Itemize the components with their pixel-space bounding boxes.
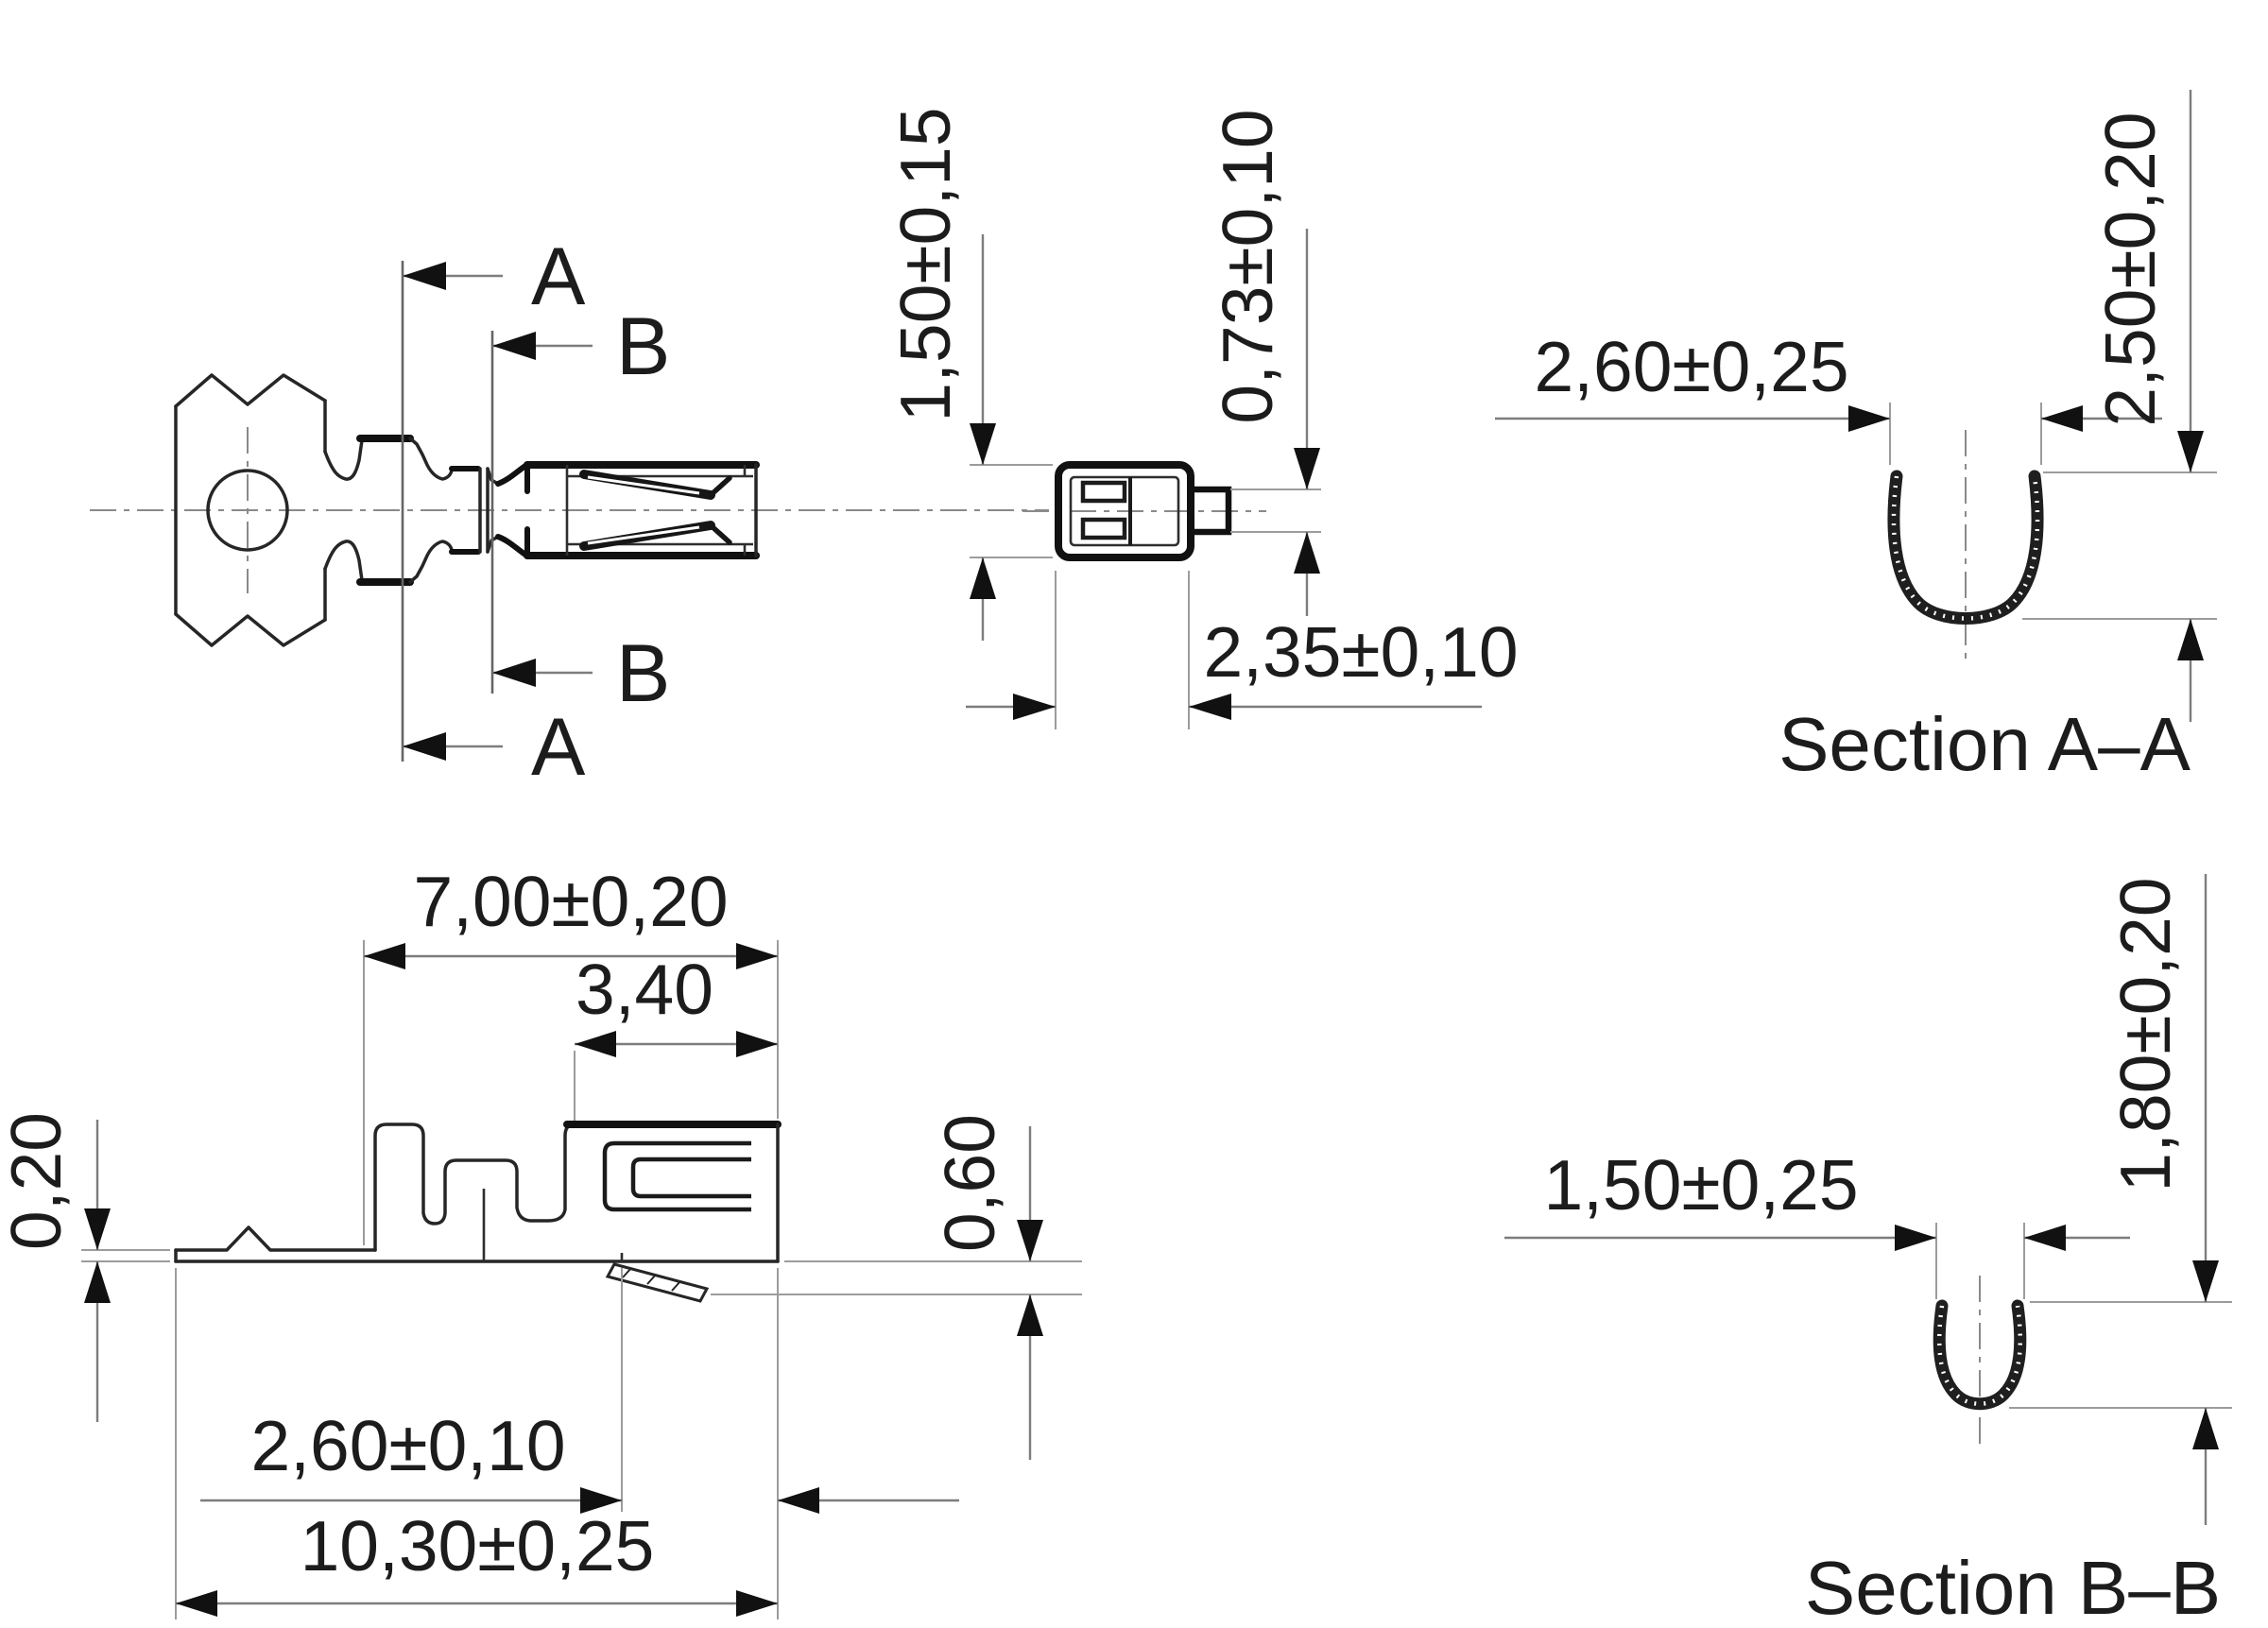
- dim-end-width: 2,35±0,10: [966, 571, 1519, 729]
- dim-bb-width: 1,50±0,25: [1504, 1145, 2130, 1299]
- dim-end-tab-label: 0,73±0,10: [1208, 109, 1287, 423]
- dim-arrow: [2024, 1225, 2066, 1251]
- pilot-hole: [206, 469, 289, 552]
- plan-view: A A B B: [90, 231, 1049, 793]
- dim-arrow: [176, 1590, 217, 1617]
- dim-bb-height-label: 1,80±0,20: [2105, 877, 2185, 1191]
- dim-arrow: [736, 1590, 778, 1617]
- end-view: 1,50±0,15 0,73±0,10 2,35±0,10: [885, 107, 1519, 729]
- dim-arrow: [575, 1031, 616, 1057]
- section-arrow-a-top: [403, 262, 446, 290]
- dim-arrow: [2177, 431, 2204, 472]
- dim-side-overall-label: 10,30±0,25: [301, 1506, 655, 1585]
- section-aa-caption: Section A–A: [1778, 702, 2191, 786]
- end-view-crimp-bar-lower: [1080, 517, 1127, 540]
- dim-arrow: [736, 1031, 778, 1057]
- dim-arrow: [2192, 1408, 2219, 1449]
- contact-spring-lower: [579, 521, 732, 551]
- section-label-b-top: B: [616, 301, 670, 392]
- side-spring-c: [602, 1140, 751, 1212]
- dim-arrow: [1013, 694, 1056, 720]
- dim-arrow: [2041, 405, 2083, 432]
- dim-side-thickness: 0,20: [0, 1112, 111, 1422]
- section-label-a-bottom: A: [531, 702, 586, 793]
- section-arrow-b-top: [492, 332, 536, 360]
- side-view: 7,00±0,20 3,40 0,60 0,20: [0, 862, 1082, 1619]
- dim-arrow: [1189, 694, 1231, 720]
- dim-side-lance-drop-label: 0,60: [930, 1114, 1009, 1252]
- dim-side-thickness-label: 0,20: [0, 1112, 76, 1250]
- dim-arrow: [736, 943, 778, 969]
- dim-side-front-length-label: 3,40: [576, 950, 713, 1029]
- contact-spring-upper: [579, 470, 732, 500]
- section-bb-caption: Section B–B: [1805, 1546, 2221, 1628]
- terminal-profile-bottom: [323, 534, 528, 586]
- dim-arrow: [1848, 405, 1890, 432]
- dim-arrow: [1017, 1294, 1043, 1336]
- side-profile-outline: [174, 1121, 782, 1263]
- end-view-inner-wall: [1069, 475, 1180, 547]
- dim-aa-width: 2,60±0,25: [1495, 327, 2162, 465]
- dim-end-width-label: 2,35±0,10: [1203, 612, 1518, 692]
- section-bb-u-profile: [1933, 1299, 2027, 1411]
- wire-stop-wall: [478, 467, 490, 554]
- dim-side-box-length: 7,00±0,20: [363, 862, 779, 1245]
- dim-arrow: [970, 423, 996, 465]
- carrier-strip-outline: [174, 373, 327, 647]
- dim-aa-height-label: 2,50±0,20: [2090, 111, 2170, 426]
- end-view-tab: [1187, 486, 1232, 536]
- dim-arrow: [1294, 532, 1320, 574]
- section-bb-view: 1,50±0,25 1,80±0,20 Section B–B: [1504, 874, 2232, 1628]
- dim-arrow: [1895, 1225, 1936, 1251]
- dim-arrow: [364, 943, 405, 969]
- dim-aa-width-label: 2,60±0,25: [1534, 327, 1848, 406]
- section-arrow-a-bottom: [403, 732, 446, 761]
- section-aa-view: 2,60±0,25 2,50±0,20 Section A–A: [1495, 90, 2217, 786]
- dim-arrow: [2177, 619, 2204, 660]
- section-label-b-bottom: B: [616, 628, 670, 719]
- dim-arrow: [84, 1208, 111, 1250]
- dim-side-seam: 2,60±0,10: [200, 1268, 959, 1619]
- dim-arrow: [970, 557, 996, 599]
- section-cut-a: A A: [401, 231, 586, 793]
- dim-end-height: 1,50±0,15: [885, 107, 1053, 641]
- dim-arrow: [1017, 1220, 1043, 1261]
- dim-aa-height: 2,50±0,20: [2022, 90, 2217, 722]
- dim-bb-width-label: 1,50±0,25: [1543, 1145, 1858, 1225]
- dim-side-overall: 10,30±0,25: [175, 1268, 778, 1619]
- dim-bb-height: 1,80±0,20: [2009, 874, 2232, 1525]
- terminal-profile-top: [323, 435, 528, 487]
- section-label-a-top: A: [531, 231, 586, 322]
- dim-arrow: [778, 1487, 819, 1514]
- dim-side-lance-drop: 0,60: [930, 1114, 1043, 1460]
- dim-end-tab-height: 0,73±0,10: [1208, 109, 1321, 616]
- dim-arrow: [2192, 1260, 2219, 1302]
- section-aa-u-profile: [1887, 470, 2044, 625]
- section-arrow-b-bottom: [492, 659, 536, 687]
- dim-side-front-length: 3,40: [574, 950, 778, 1121]
- locking-lance: [605, 1262, 710, 1303]
- dim-arrow: [1294, 448, 1320, 489]
- section-cut-b: B B: [490, 301, 670, 719]
- dim-side-seam-label: 2,60±0,10: [250, 1406, 565, 1485]
- end-view-crimp-bar-upper: [1080, 480, 1127, 504]
- dim-arrow: [84, 1261, 111, 1303]
- dim-end-height-label: 1,50±0,15: [885, 107, 965, 421]
- dim-arrow: [580, 1487, 622, 1514]
- dim-side-box-length-label: 7,00±0,20: [413, 862, 728, 941]
